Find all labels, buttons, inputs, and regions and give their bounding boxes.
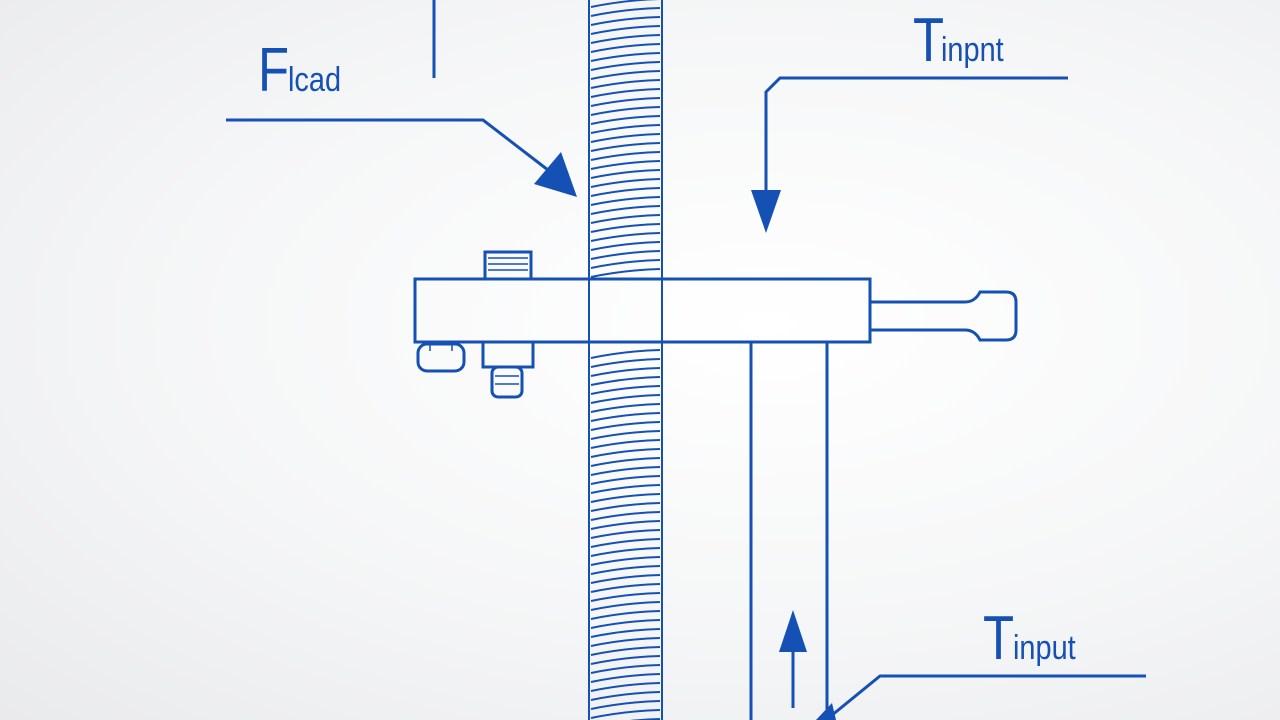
thread-line: [590, 511, 661, 521]
thread-line: [590, 655, 661, 665]
torque-input-top-arrowhead: [751, 190, 781, 233]
thread-line: [590, 592, 661, 602]
thread-line: [590, 601, 661, 611]
crossbar: [413, 277, 872, 344]
rod-threads: [590, 0, 661, 720]
thread-line: [590, 385, 661, 395]
thread-line: [590, 682, 661, 692]
thread-line: [590, 142, 661, 152]
up-arrowhead: [779, 610, 807, 652]
thread-line: [590, 583, 661, 593]
thread-line: [590, 628, 661, 638]
thread-line: [630, 718, 661, 720]
torque-input-bottom-label: Tinput: [983, 608, 1087, 670]
force-load-label: Flcad: [258, 40, 350, 102]
thread-line: [590, 448, 661, 458]
thread-line: [590, 133, 661, 143]
thread-line: [590, 232, 661, 242]
thread-line: [590, 664, 661, 674]
thread-line: [590, 0, 661, 8]
thread-line: [590, 43, 661, 53]
thread-line: [590, 502, 661, 512]
thread-line: [590, 349, 661, 359]
thread-line: [590, 520, 661, 530]
torque-input-bottom-arrowhead: [816, 703, 836, 720]
torque-input-top-leader: [764, 76, 1068, 192]
thread-line: [590, 493, 661, 503]
thread-line: [590, 538, 661, 548]
thread-line: [590, 466, 661, 476]
thread-line: [590, 646, 661, 656]
thread-line: [590, 700, 661, 710]
force-load-subscript: lcad: [287, 61, 341, 99]
thread-line: [590, 106, 661, 116]
thread-line: [590, 79, 661, 89]
thread-line: [590, 529, 661, 539]
handle: [870, 290, 1018, 342]
thread-line: [590, 241, 661, 251]
thread-line: [590, 214, 661, 224]
thread-line: [590, 187, 661, 197]
thread-line: [590, 709, 661, 719]
torque-input-top-subscript: inpnt: [940, 31, 1004, 69]
thread-line: [590, 16, 661, 26]
thread-line: [590, 439, 661, 449]
thread-line: [590, 637, 661, 647]
torque-input-bottom-symbol: T: [983, 604, 1015, 673]
thread-line: [590, 565, 661, 575]
thread-line: [590, 205, 661, 215]
thread-line: [590, 367, 661, 377]
thread-line: [590, 430, 661, 440]
thread-line: [590, 556, 661, 566]
thread-line: [590, 421, 661, 431]
thread-line: [590, 484, 661, 494]
thread-line: [590, 7, 661, 17]
thread-line: [590, 124, 661, 134]
side-nut: [416, 342, 466, 373]
thread-line: [590, 151, 661, 161]
thread-line: [590, 88, 661, 98]
thread-line: [590, 475, 661, 485]
top-bolt-head: [483, 250, 533, 281]
force-load-symbol: F: [258, 36, 290, 105]
thread-line: [590, 403, 661, 413]
thread-line: [590, 52, 661, 62]
thread-line: [590, 619, 661, 629]
thread-line: [590, 169, 661, 179]
thread-line: [590, 412, 661, 422]
torque-input-bottom-leader: [825, 674, 1146, 720]
thread-line: [590, 358, 661, 368]
force-load-leader: [226, 118, 549, 172]
torque-input-bottom-subscript: input: [1012, 629, 1076, 667]
thread-line: [590, 178, 661, 188]
thread-line: [590, 25, 661, 35]
torque-input-top-label: Tinpnt: [913, 10, 1015, 72]
thread-line: [590, 97, 661, 107]
thread-line: [590, 250, 661, 260]
thread-line: [590, 574, 661, 584]
thread-line: [590, 160, 661, 170]
thread-line: [590, 691, 661, 701]
thread-line: [590, 610, 661, 620]
thread-line: [590, 61, 661, 71]
thread-line: [590, 34, 661, 44]
thread-line: [590, 223, 661, 233]
thread-line: [590, 70, 661, 80]
thread-line: [590, 673, 661, 683]
thread-line: [590, 376, 661, 386]
force-load-arrowhead: [534, 152, 577, 197]
thread-line: [590, 547, 661, 557]
thread-line: [590, 268, 661, 278]
thread-line: [590, 394, 661, 404]
torque-input-top-symbol: T: [913, 6, 945, 75]
bottom-bolt: [481, 340, 535, 369]
thread-line: [590, 115, 661, 125]
bottom-bolt-tip: [490, 365, 524, 399]
thread-line: [590, 259, 661, 269]
thread-line: [590, 457, 661, 467]
thread-line: [590, 196, 661, 206]
